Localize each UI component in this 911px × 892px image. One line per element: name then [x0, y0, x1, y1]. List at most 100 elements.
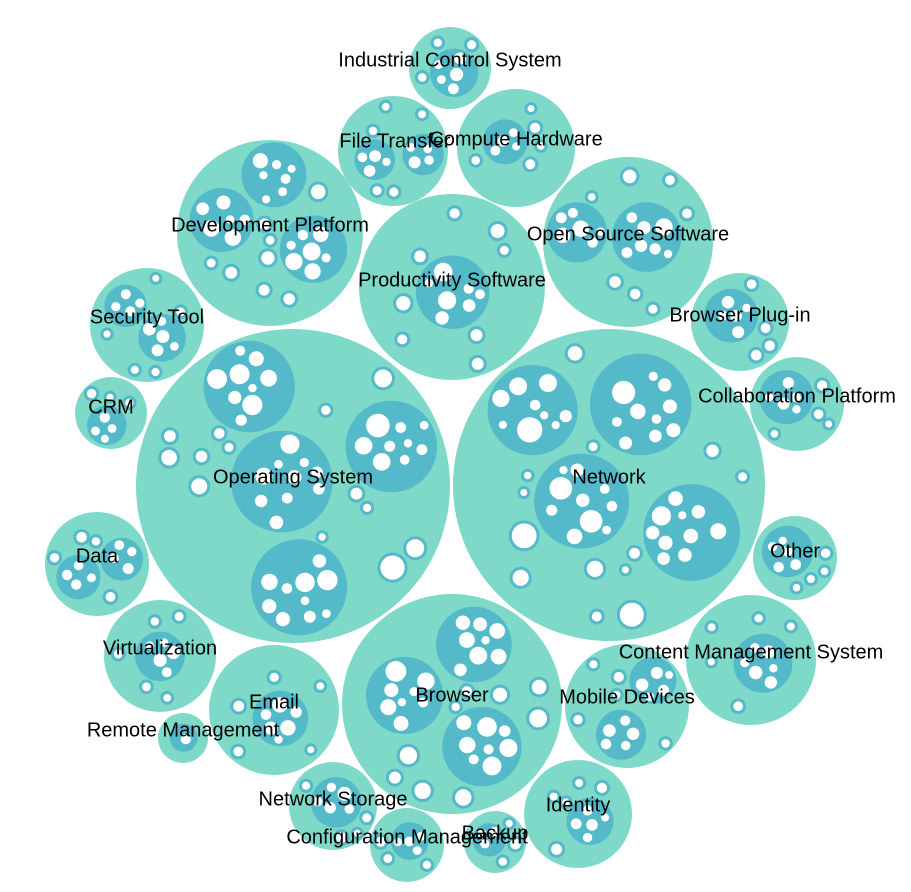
leaf-circle-network-free-6	[509, 566, 532, 589]
subgroup-circle-content-management-system-0	[733, 633, 793, 693]
leaf-circle-industrial-control-system-0-1	[454, 52, 467, 65]
leaf-circle-email-free-1	[266, 669, 282, 686]
leaf-circle-mobile-devices-1-3	[665, 670, 674, 679]
leaf-circle-productivity-software-free-0	[496, 242, 512, 258]
leaf-circle-content-management-system-0-3	[769, 664, 778, 673]
leaf-circle-email-0-0	[272, 697, 288, 713]
leaf-circle-open-source-software-0-4	[626, 212, 638, 223]
leaf-circle-mobile-devices-1-4	[645, 692, 654, 701]
leaf-circle-security-tool-0-2	[151, 344, 164, 357]
leaf-circle-operating-system-1-8	[354, 437, 373, 455]
leaf-circle-network-0-6	[549, 477, 573, 500]
leaf-circle-email-0-1	[280, 720, 296, 736]
leaf-circle-operating-system-free-5	[211, 425, 228, 442]
leaf-circle-browser-plug-in-0-0	[730, 310, 742, 322]
leaf-circle-open-source-software-0-6	[634, 239, 648, 252]
leaf-circle-development-platform-free-0	[258, 248, 278, 268]
leaf-circle-network-free-4	[616, 599, 647, 630]
leaf-circle-productivity-software-0-4	[435, 311, 449, 325]
leaf-circle-network-0-9	[559, 466, 568, 475]
leaf-circle-identity-0-2	[570, 818, 582, 830]
leaf-circle-development-platform-1-1	[302, 242, 321, 261]
leaf-circle-network-free-5	[618, 563, 633, 577]
leaf-circle-productivity-software-free-5	[487, 221, 508, 241]
leaf-circle-compute-hardware-0-3	[490, 145, 501, 156]
leaf-circle-file-transfer-1-0	[369, 150, 381, 163]
leaf-circle-browser-1-0	[473, 617, 487, 632]
leaf-circle-other-free-1	[817, 545, 834, 561]
leaf-circle-network-0-5	[570, 463, 584, 477]
leaf-circle-backup-free-0	[507, 835, 524, 853]
leaf-circle-network-1-9	[648, 371, 658, 381]
leaf-circle-operating-system-2-7	[300, 596, 310, 605]
leaf-circle-security-tool-free-4	[173, 304, 189, 320]
leaf-circle-browser-2-7	[482, 756, 502, 776]
leaf-circle-browser-2-1	[477, 717, 497, 737]
leaf-circle-network-2-4	[668, 491, 683, 506]
leaf-circle-development-platform-1-2	[313, 226, 329, 242]
leaf-circle-development-platform-2-5	[272, 160, 282, 170]
group-label-security-tool: Security Tool	[90, 306, 204, 328]
leaf-circle-network-2-9	[645, 526, 660, 540]
leaf-circle-network-1-6	[666, 423, 681, 438]
leaf-circle-development-platform-0-3	[239, 214, 250, 225]
leaf-circle-other-0-2	[773, 561, 784, 573]
leaf-circle-crm-0-0	[99, 412, 111, 423]
leaf-circle-virtualization-0-1	[153, 653, 167, 667]
leaf-circle-operating-system-3-5	[235, 345, 246, 356]
leaf-circle-compute-hardware-free-3	[522, 156, 539, 173]
leaf-circle-browser-plug-in-0-3	[742, 303, 751, 313]
leaf-circle-operating-system-1-5	[416, 444, 428, 455]
leaf-circle-operating-system-free-2	[188, 475, 211, 498]
leaf-circle-compute-hardware-0-1	[512, 142, 521, 151]
leaf-circle-security-tool-1-2	[111, 302, 121, 312]
leaf-circle-network-free-10	[588, 608, 605, 625]
leaf-circle-operating-system-2-9	[312, 554, 327, 568]
leaf-circle-network-0-8	[606, 500, 618, 512]
leaf-circle-development-platform-free-4	[307, 181, 329, 203]
leaf-circle-mobile-devices-1-1	[650, 666, 663, 679]
leaf-circle-development-platform-1-4	[304, 263, 321, 280]
subgroup-circle-browser-1	[436, 606, 512, 683]
leaf-circle-virtualization-0-0	[145, 641, 154, 650]
leaf-circle-development-platform-2-0	[262, 195, 271, 204]
leaf-circle-network-3-3	[551, 421, 560, 430]
leaf-circle-productivity-software-0-3	[462, 299, 476, 312]
leaf-circle-collaboration-platform-0-0	[792, 405, 801, 414]
leaf-circle-productivity-software-0-6	[475, 289, 485, 300]
leaf-circle-compute-hardware-free-1	[527, 119, 544, 137]
leaf-circle-network-free-0	[583, 557, 607, 581]
leaf-circle-open-source-software-free-6	[645, 301, 661, 317]
leaf-circle-operating-system-free-1	[315, 530, 329, 544]
leaf-circle-backup-free-1	[495, 854, 510, 869]
leaf-circle-identity-free-4	[559, 795, 573, 810]
leaf-circle-collaboration-platform-free-1	[822, 417, 836, 431]
leaf-circle-network-free-8	[508, 520, 540, 552]
leaf-circle-browser-free-6	[458, 683, 475, 700]
leaf-circle-configuration-management-free-1	[372, 833, 389, 850]
leaf-circle-operating-system-free-4	[158, 446, 180, 469]
group-label-content-management-system: Content Management System	[619, 641, 884, 663]
leaf-circle-operating-system-1-0	[366, 413, 390, 438]
leaf-circle-operating-system-3-6	[248, 383, 257, 393]
leaf-circle-browser-1-3	[490, 648, 507, 665]
leaf-circle-configuration-management-0-1	[393, 838, 403, 847]
leaf-circle-operating-system-0-1	[255, 467, 273, 485]
leaf-circle-collaboration-platform-free-3	[814, 377, 831, 394]
leaf-circle-collaboration-platform-0-2	[782, 377, 795, 389]
leaf-circle-configuration-management-0-0	[404, 836, 415, 847]
leaf-circle-development-platform-free-5	[280, 290, 299, 308]
leaf-circle-operating-system-2-3	[261, 573, 278, 591]
leaf-circle-open-source-software-0-3	[663, 249, 673, 259]
leaf-circle-backup-0-2	[477, 828, 487, 838]
leaf-circle-content-management-system-0-0	[764, 676, 778, 689]
leaf-circle-open-source-software-free-5	[584, 190, 599, 204]
leaf-circle-network-0-4	[579, 510, 603, 533]
leaf-circle-file-transfer-free-4	[386, 184, 402, 200]
leaf-circle-data-free-1	[73, 529, 90, 546]
leaf-circle-identity-0-0	[586, 819, 598, 831]
leaf-circle-open-source-software-0-5	[655, 218, 673, 236]
leaf-circle-mobile-devices-free-4	[610, 668, 627, 686]
leaf-circle-content-management-system-free-0	[783, 619, 798, 634]
leaf-circle-network-2-0	[658, 535, 673, 550]
